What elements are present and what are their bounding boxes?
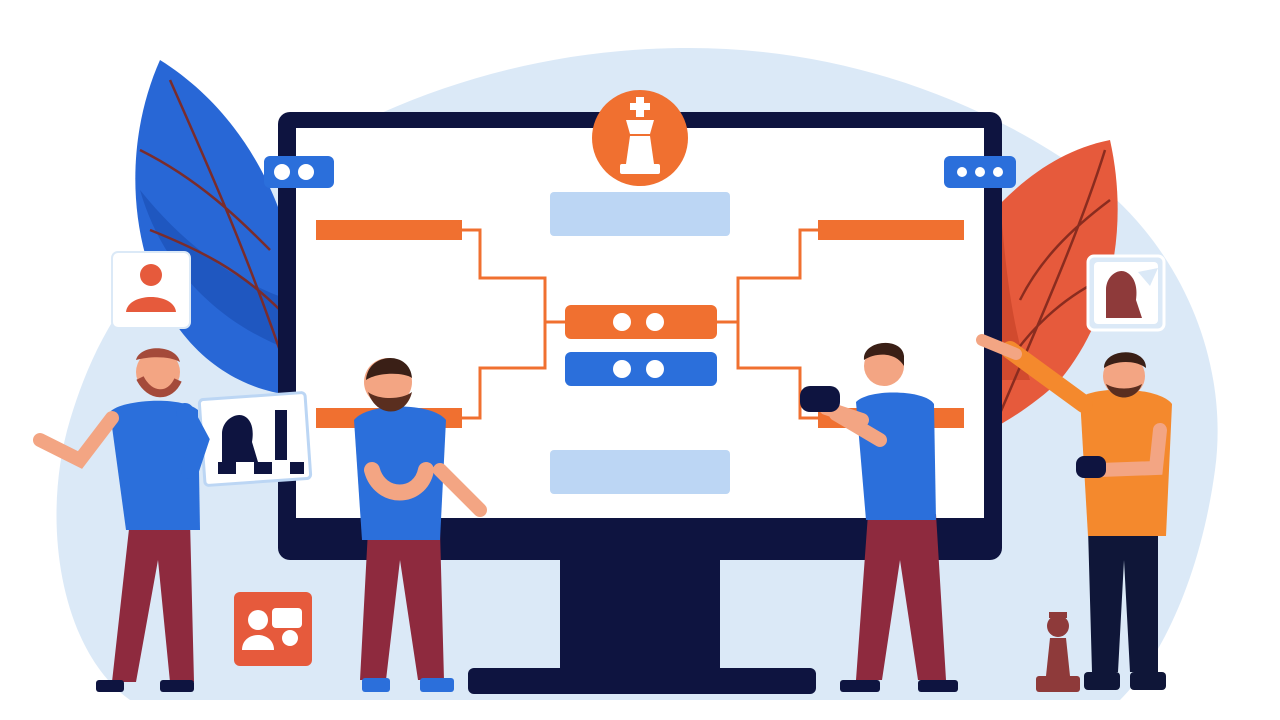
person-center-right (800, 342, 958, 692)
bracket-slot-bottom-placeholder (550, 450, 730, 494)
user-icon (140, 264, 162, 286)
person-right (976, 334, 1172, 690)
sparkle-icon (613, 313, 631, 331)
chess-board-card (197, 391, 313, 487)
monitor-neck (560, 560, 720, 670)
final-slot-blue (565, 352, 717, 386)
tournament-bracket (462, 228, 818, 420)
person-center-left (354, 357, 487, 692)
game-controller-icon (800, 386, 840, 412)
group-users-card (234, 592, 312, 666)
sparkle-icon (613, 360, 631, 378)
chess-knight-card (1086, 254, 1166, 332)
king-chess-icon (592, 90, 688, 186)
pawn-chess-icon (1036, 612, 1080, 692)
bracket-slot-left-top (316, 220, 462, 240)
knight-piece-icon (1106, 270, 1142, 318)
game-controller-icon (1076, 456, 1106, 478)
user-avatar-card (111, 251, 191, 329)
chat-bubble-left (264, 156, 334, 188)
chat-bubble-right (944, 156, 1016, 188)
person-left (33, 348, 210, 692)
sparkle-icon (646, 313, 664, 331)
final-slot-orange (565, 305, 717, 339)
monitor-base (468, 668, 816, 694)
users-icon (248, 610, 268, 630)
sparkle-icon (646, 360, 664, 378)
bracket-slot-top-placeholder (550, 192, 730, 236)
bracket-slot-right-top (818, 220, 964, 240)
